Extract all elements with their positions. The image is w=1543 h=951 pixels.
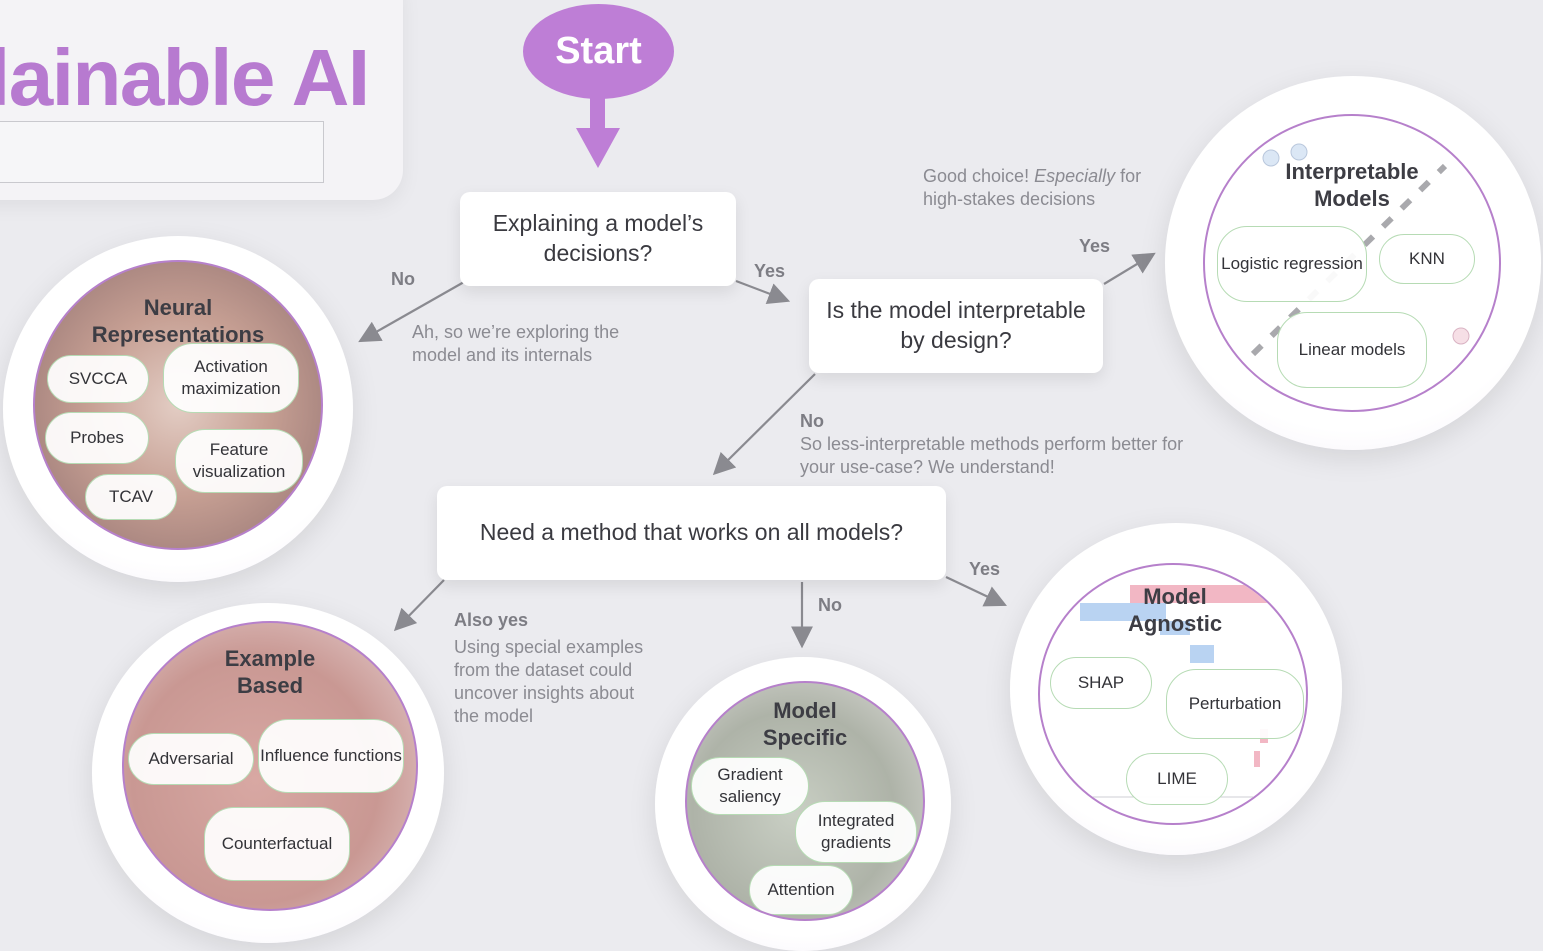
label-q3-no: No <box>818 595 842 615</box>
method-svcca[interactable]: SVCCA <box>47 355 149 403</box>
method-linear-models[interactable]: Linear models <box>1277 312 1427 388</box>
method-tcav[interactable]: TCAV <box>85 474 177 520</box>
start-node: Start <box>523 4 674 99</box>
start-label: Start <box>555 30 642 72</box>
note-internals: Ah, so we’re exploring the model and its… <box>412 322 620 365</box>
arrow-q1-yes <box>735 279 791 305</box>
specific-inner-circle: Model Specific Gradient saliency Integra… <box>685 681 925 921</box>
method-activation-maximization[interactable]: Activation maximization <box>163 343 299 413</box>
question-explaining-decisions: Explaining a model’s decisions? <box>460 192 736 286</box>
label-q3-also-yes: Also yes <box>454 610 529 630</box>
method-probes[interactable]: Probes <box>45 412 149 464</box>
method-adversarial[interactable]: Adversarial <box>128 733 254 785</box>
method-knn[interactable]: KNN <box>1379 234 1475 284</box>
method-attention[interactable]: Attention <box>749 865 853 915</box>
question-text: Need a method that works on all models? <box>479 519 904 546</box>
note-good-choice-emphasis: Especially <box>1034 166 1116 186</box>
method-influence-functions[interactable]: Influence functions <box>258 719 404 793</box>
model-agnostic-circle: Model Agnostic SHAP Perturbation LIME <box>1010 523 1342 855</box>
label-q2-no: No <box>800 411 824 431</box>
question-text: Explaining a model’s decisions? <box>492 210 704 266</box>
start-arrow <box>576 96 620 168</box>
interpretable-inner-circle: Interpretable Models Logistic regression… <box>1203 114 1501 412</box>
label-q1-no: No <box>391 269 415 289</box>
method-integrated-gradients[interactable]: Integrated gradients <box>795 801 917 863</box>
question-interpretable-by-design: Is the model interpretable by design? <box>809 279 1103 373</box>
model-specific-circle: Model Specific Gradient saliency Integra… <box>655 657 951 951</box>
note-good-choice: Good choice! Especially for high-stakes … <box>923 165 1168 211</box>
arrow-q3-also-yes <box>393 579 445 632</box>
note-good-choice-prefix: Good choice! <box>923 166 1035 186</box>
method-shap[interactable]: SHAP <box>1050 657 1152 709</box>
method-perturbation[interactable]: Perturbation <box>1166 669 1304 739</box>
method-lime[interactable]: LIME <box>1126 753 1228 805</box>
page-title: lainable AI <box>0 33 370 122</box>
arrow-q3-yes <box>945 576 1007 607</box>
note-special-examples: Using special examples from the dataset … <box>454 637 644 726</box>
agnostic-inner-circle: Model Agnostic SHAP Perturbation LIME <box>1038 563 1308 825</box>
question-text: Is the model interpretable by design? <box>826 297 1086 353</box>
agnostic-title: Model Agnostic <box>1127 584 1223 636</box>
arrow-q1-no <box>358 281 465 343</box>
example-based-circle: Example Based Adversarial Influence func… <box>92 603 444 943</box>
question-works-on-all-models: Need a method that works on all models? <box>437 486 946 580</box>
label-q3-yes: Yes <box>969 559 1001 579</box>
neural-title: Neural Representations <box>91 295 265 347</box>
arrow-q2-no <box>712 373 816 476</box>
search-input[interactable] <box>0 121 324 183</box>
note-less-interpretable: So less-interpretable methods perform be… <box>800 434 1184 477</box>
interpretable-models-circle: Interpretable Models Logistic regression… <box>1165 76 1541 450</box>
specific-title: Model Specific <box>762 698 848 750</box>
method-logistic-regression[interactable]: Logistic regression <box>1217 226 1367 302</box>
method-gradient-saliency[interactable]: Gradient saliency <box>691 757 809 815</box>
example-inner-circle: Example Based Adversarial Influence func… <box>122 621 418 911</box>
neural-representations-circle: Neural Representations SVCCA Activation … <box>3 236 353 582</box>
note-good-choice-suffix: for high-stakes decisions <box>923 166 1142 209</box>
label-q2-yes: Yes <box>1079 236 1111 256</box>
interpretable-title: Interpretable Models <box>1285 159 1419 211</box>
method-feature-visualization[interactable]: Feature visualization <box>175 429 303 493</box>
arrow-q2-yes <box>1103 252 1156 285</box>
example-title: Example Based <box>224 646 316 698</box>
label-q1-yes: Yes <box>754 261 786 281</box>
neural-inner-circle: Neural Representations SVCCA Activation … <box>33 260 323 550</box>
method-counterfactual[interactable]: Counterfactual <box>204 807 350 881</box>
